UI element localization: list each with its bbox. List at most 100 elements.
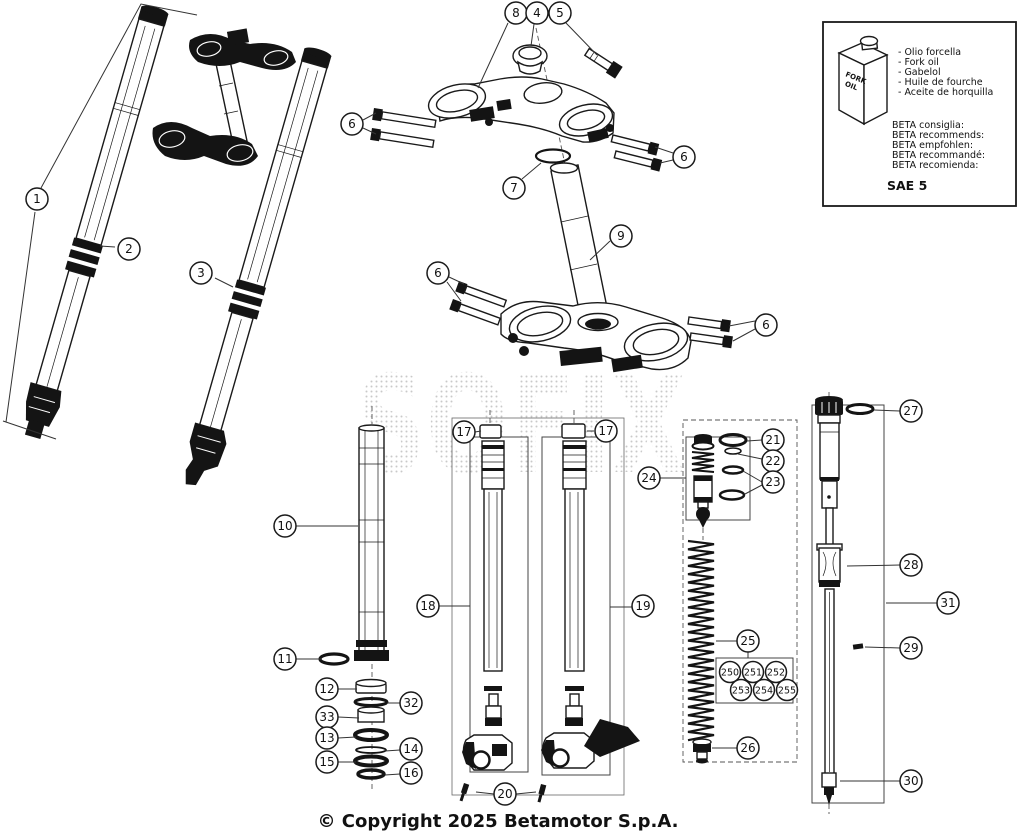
svg-text:17: 17 <box>598 424 613 438</box>
callout-250[interactable]: 250 <box>718 660 742 684</box>
o-ring-11 <box>318 652 350 666</box>
callout-21[interactable]: 21 <box>761 428 785 452</box>
callout-6-lower-right[interactable]: 6 <box>754 313 778 337</box>
callouts-layer: 1 2 3 8 4 5 6 6 7 9 6 6 10 11 12 32 33 1… <box>25 1 960 806</box>
oil-name-fr: - Huile de fourche <box>898 77 983 88</box>
svg-text:22: 22 <box>765 454 780 468</box>
steering-nut <box>512 44 548 75</box>
callout-6-upper-right[interactable]: 6 <box>672 145 696 169</box>
callout-15[interactable]: 15 <box>315 750 339 774</box>
callout-13[interactable]: 13 <box>315 726 339 750</box>
svg-text:13: 13 <box>319 731 334 745</box>
washer-14 <box>355 746 387 754</box>
callout-251[interactable]: 251 <box>741 660 765 684</box>
svg-text:20: 20 <box>497 787 512 801</box>
callout-254[interactable]: 254 <box>752 678 776 702</box>
svg-text:21: 21 <box>765 433 780 447</box>
damper-rod-group <box>811 392 885 814</box>
cartridge-left <box>462 424 513 771</box>
clamp-bolts-lower-right <box>687 316 733 349</box>
oil-name-en: - Fork oil <box>898 57 939 68</box>
callout-14[interactable]: 14 <box>399 737 423 761</box>
clamp-bolts-lower-left <box>449 281 508 326</box>
callout-27[interactable]: 27 <box>899 399 923 423</box>
coil-spring <box>687 539 715 742</box>
callout-33[interactable]: 33 <box>315 705 339 729</box>
callout-255[interactable]: 255 <box>775 678 799 702</box>
callout-23[interactable]: 23 <box>761 470 785 494</box>
bleed-screw-left <box>459 783 470 802</box>
callout-1[interactable]: 1 <box>25 187 49 211</box>
cartridge-right <box>541 423 640 769</box>
ring-15 <box>353 754 389 768</box>
callout-25[interactable]: 25 <box>736 629 760 653</box>
svg-text:23: 23 <box>765 475 780 489</box>
svg-text:255: 255 <box>778 685 796 696</box>
ring-13 <box>353 728 389 742</box>
svg-text:26: 26 <box>740 741 755 755</box>
callout-10[interactable]: 10 <box>273 514 297 538</box>
rod-end-tip <box>821 772 837 805</box>
callout-11[interactable]: 11 <box>273 647 297 671</box>
callout-2[interactable]: 2 <box>117 237 141 261</box>
ring-23a <box>721 465 745 475</box>
clamp-bolts-upper-right <box>610 134 663 172</box>
callout-16[interactable]: 16 <box>399 761 423 785</box>
callout-31[interactable]: 31 <box>936 591 960 615</box>
fork-leg-right <box>185 44 334 486</box>
spring-group <box>687 539 794 764</box>
svg-text:254: 254 <box>755 685 773 696</box>
callout-32[interactable]: 32 <box>399 691 423 715</box>
svg-text:6: 6 <box>434 266 442 280</box>
callout-9[interactable]: 9 <box>609 224 633 248</box>
svg-text:7: 7 <box>510 181 518 195</box>
callout-29[interactable]: 29 <box>899 636 923 660</box>
assembled-upper-clamp <box>189 28 296 70</box>
callout-5[interactable]: 5 <box>548 1 572 25</box>
svg-text:27: 27 <box>903 404 918 418</box>
rebound-valve-group <box>682 419 798 763</box>
damper-bracket-box <box>811 404 885 804</box>
info-box: FORK OIL - Olio forcella - Fork oil - Ga… <box>822 21 1017 207</box>
inner-tube-parts-stack <box>318 406 389 792</box>
svg-text:33: 33 <box>319 710 334 724</box>
ring-22 <box>724 447 742 455</box>
damper-top-cap <box>815 396 843 415</box>
svg-text:29: 29 <box>903 641 918 655</box>
oil-grade: SAE 5 <box>887 178 927 193</box>
beta-recommends-it: BETA consiglia: <box>892 120 964 131</box>
callout-8[interactable]: 8 <box>504 1 528 25</box>
callout-22[interactable]: 22 <box>761 449 785 473</box>
inner-tube <box>354 424 389 661</box>
upper-triple-clamp-exploded <box>370 27 663 349</box>
callout-252[interactable]: 252 <box>764 660 788 684</box>
svg-text:17: 17 <box>456 425 471 439</box>
adjuster-lever <box>584 719 640 757</box>
svg-text:2: 2 <box>125 242 133 256</box>
callout-3[interactable]: 3 <box>189 261 213 285</box>
callout-4[interactable]: 4 <box>525 1 549 25</box>
callout-19[interactable]: 19 <box>631 594 655 618</box>
callout-6-lower-left[interactable]: 6 <box>426 261 450 285</box>
callout-253[interactable]: 253 <box>729 678 753 702</box>
svg-text:3: 3 <box>197 266 205 280</box>
svg-text:30: 30 <box>903 774 918 788</box>
svg-text:4: 4 <box>533 6 541 20</box>
washer-12 <box>355 678 387 694</box>
callout-20[interactable]: 20 <box>493 782 517 806</box>
callout-30[interactable]: 30 <box>899 769 923 793</box>
svg-text:14: 14 <box>403 742 418 756</box>
callout-24[interactable]: 24 <box>637 466 661 490</box>
callout-17-left[interactable]: 17 <box>452 420 476 444</box>
callout-18[interactable]: 18 <box>416 594 440 618</box>
callout-26[interactable]: 26 <box>736 736 760 760</box>
callout-28[interactable]: 28 <box>899 553 923 577</box>
callout-7[interactable]: 7 <box>502 176 526 200</box>
copyright-text: © Copyright 2025 Betamotor S.p.A. <box>318 811 679 832</box>
callout-12[interactable]: 12 <box>315 677 339 701</box>
svg-text:250: 250 <box>721 667 739 678</box>
svg-text:19: 19 <box>635 599 650 613</box>
callout-17-right[interactable]: 17 <box>594 419 618 443</box>
oil-name-de: - Gabelol <box>898 67 941 78</box>
callout-6-upper-left[interactable]: 6 <box>340 112 364 136</box>
